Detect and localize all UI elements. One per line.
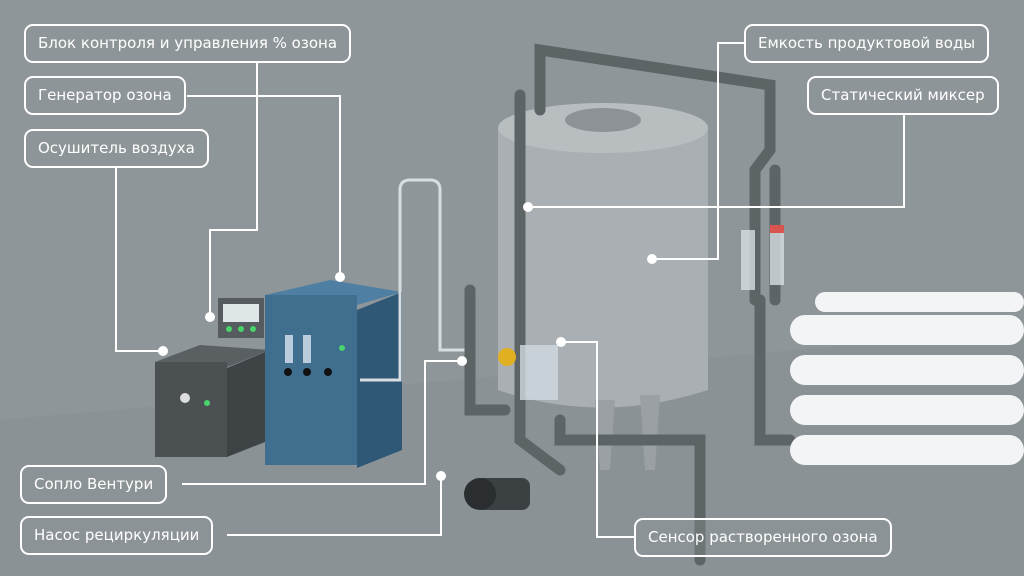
ozone-generator-cabinet bbox=[265, 280, 402, 468]
ozone-tube bbox=[360, 178, 470, 382]
control-monitor bbox=[218, 298, 264, 338]
label-ozone-generator: Генератор озона bbox=[24, 76, 186, 115]
static-mixer-tube bbox=[741, 230, 755, 290]
product-water-tank bbox=[498, 103, 708, 470]
label-dissolved-ozone-sensor: Сенсор растворенного озона bbox=[634, 518, 892, 557]
static-mixer-tube bbox=[770, 225, 784, 285]
label-air-dryer: Осушитель воздуха bbox=[24, 129, 209, 168]
leader-dots bbox=[158, 202, 657, 481]
venturi-valve bbox=[498, 348, 516, 366]
air-dryer-unit bbox=[155, 345, 270, 457]
leader-lines bbox=[115, 42, 905, 538]
label-control-block: Блок контроля и управления % озона bbox=[24, 24, 352, 63]
recirculation-pump bbox=[464, 478, 530, 510]
ozone-sensor-vessel bbox=[520, 345, 558, 400]
floor bbox=[0, 330, 1024, 576]
label-recirculation-pump: Насос рециркуляции bbox=[20, 516, 214, 555]
static-mixer-cap bbox=[770, 225, 784, 233]
label-static-mixer: Статический миксер bbox=[807, 76, 999, 115]
label-product-water-tank: Емкость продуктовой воды bbox=[744, 24, 990, 63]
label-venturi-nozzle: Сопло Вентури bbox=[20, 465, 168, 504]
ozone-contact-modules bbox=[790, 292, 1024, 465]
